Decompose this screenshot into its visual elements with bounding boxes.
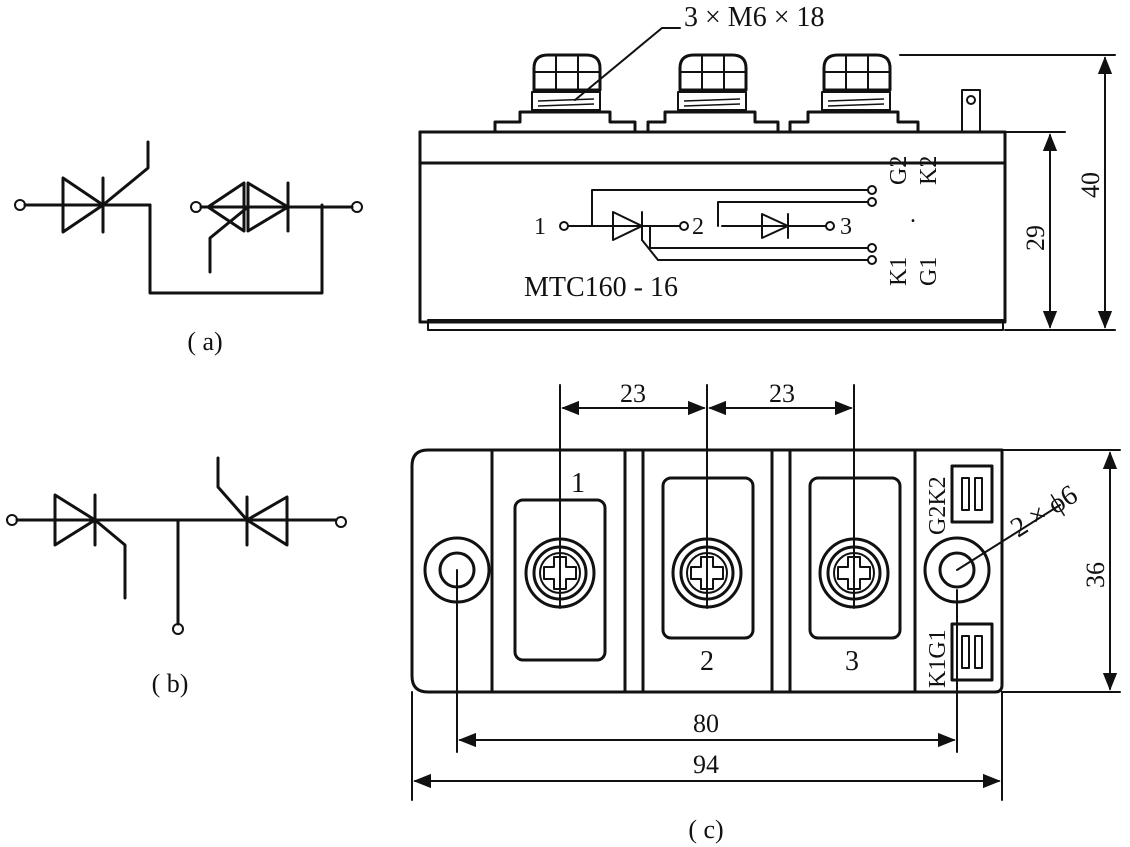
dim-80: 80 — [693, 709, 719, 738]
top-outline — [410, 448, 1004, 694]
side-schematic: 1 2 3 G2 K2 K1 G1 . MTC160 - 16 — [524, 156, 942, 303]
dot-mark: . — [910, 202, 916, 228]
connector-k1g1 — [950, 622, 994, 682]
dim-23-b: 23 — [769, 379, 795, 408]
bolt-leader — [574, 27, 681, 101]
dim-94: 94 — [693, 750, 719, 779]
bolt-1 — [531, 53, 602, 111]
top-num-3: 3 — [845, 646, 859, 677]
dim-23-a: 23 — [620, 379, 646, 408]
k1-label: K1 — [886, 257, 912, 286]
width-dimension: 36 — [1001, 449, 1121, 693]
bolt-2 — [677, 53, 748, 111]
base-plate — [427, 319, 1004, 331]
g2k2-label: G2K2 — [925, 476, 951, 535]
top-num-2: 2 — [700, 646, 714, 677]
side-dimensions: 29 40 — [899, 54, 1116, 331]
connector-g2k2 — [950, 464, 994, 524]
module-body — [418, 130, 1007, 324]
terminal-1-label: 1 — [534, 214, 546, 240]
hole-leader — [956, 504, 1061, 571]
thyristor-triangle — [61, 176, 105, 234]
caption-a: ( a) — [187, 327, 222, 356]
dim-36: 36 — [1081, 562, 1110, 588]
screw-cross-icon — [837, 556, 871, 590]
length-dimensions: 80 94 — [411, 569, 1003, 801]
circuit-a: ( a) — [14, 140, 363, 356]
terminal-3-label: 3 — [840, 214, 852, 240]
circuit-b: ( b) — [6, 456, 347, 698]
dim-29: 29 — [1021, 225, 1050, 251]
terminal-2-label: 2 — [692, 214, 704, 240]
side-view: 3 × M6 × 18 1 2 3 G2 K2 K1 G — [418, 2, 1116, 331]
caption-b: ( b) — [152, 669, 189, 698]
gate-tab — [961, 89, 981, 133]
top-contour — [418, 110, 1007, 134]
g1-label: G1 — [916, 257, 942, 286]
pitch-dimensions: 23 23 — [559, 379, 855, 609]
gate-lead — [101, 140, 150, 207]
hole-spec: 2 × ϕ6 — [1005, 479, 1083, 544]
g2-label: G2 — [886, 156, 912, 185]
model-number: MTC160 - 16 — [524, 272, 678, 303]
bolt-3 — [821, 53, 892, 111]
bolt-spec: 3 × M6 × 18 — [684, 2, 824, 33]
top-view: G2K2 K1G1 1 2 3 2 × ϕ6 23 23 36 — [410, 379, 1121, 844]
screw-cross-icon — [543, 556, 577, 590]
dim-40: 40 — [1076, 172, 1105, 198]
top-num-1: 1 — [571, 468, 585, 499]
caption-c: ( c) — [688, 815, 723, 844]
k1g1-label: K1G1 — [925, 629, 951, 688]
screw-cross-icon — [690, 556, 724, 590]
k2-label: K2 — [916, 156, 942, 185]
